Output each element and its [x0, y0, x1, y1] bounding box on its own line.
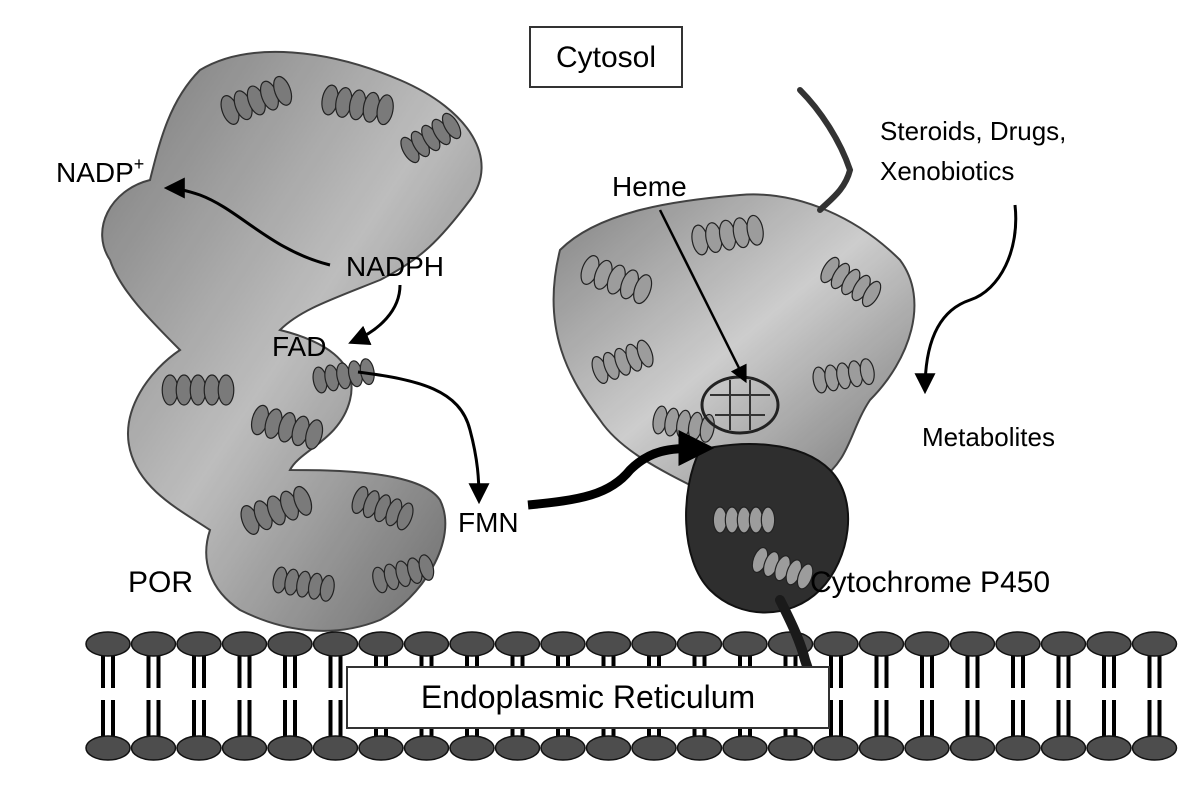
fad-label: FAD — [272, 331, 326, 362]
helix-turn — [319, 574, 335, 602]
helix-turn — [633, 274, 653, 305]
heme-pointer-arrow — [658, 209, 747, 384]
por-label: POR — [128, 566, 193, 599]
substrates-label-line1: Steroids, Drugs, — [880, 116, 1066, 146]
cytosol-label: Cytosol — [556, 41, 656, 74]
lipid-head — [631, 631, 677, 657]
nadp-plus-label: NADP+ — [56, 154, 144, 188]
cytosol-label-box: Cytosol — [529, 26, 683, 88]
lipid-head — [312, 631, 359, 657]
lipid-head — [1040, 631, 1087, 657]
helix-turn — [746, 214, 764, 246]
nadph-to-fad-arrow — [348, 284, 402, 346]
lipid-head — [130, 735, 177, 761]
lipid-head — [949, 735, 996, 761]
lipid-head — [858, 631, 905, 657]
lipid-head — [540, 735, 586, 761]
helix-turn — [175, 374, 193, 406]
lipid-head — [631, 735, 677, 761]
cyp-protein — [552, 87, 916, 695]
lipid-head — [858, 735, 905, 761]
helix-turn — [396, 502, 414, 531]
helix-turn — [636, 339, 654, 368]
lipid-head — [1131, 735, 1178, 761]
lipid-head — [449, 735, 495, 761]
lipid-head — [1086, 631, 1132, 657]
helix-turn — [859, 358, 875, 386]
helix-turn — [861, 280, 882, 308]
lipid-head — [813, 631, 859, 657]
lipid-head — [676, 735, 723, 761]
lipid-head — [949, 631, 996, 657]
lipid-head — [995, 631, 1041, 657]
lipid-head — [221, 631, 268, 657]
lipid-head — [267, 735, 313, 761]
lipid-head — [995, 735, 1041, 761]
lipid-head — [585, 631, 632, 657]
lipid-head — [904, 735, 950, 761]
lipid-head — [403, 631, 450, 657]
fmn-label: FMN — [458, 507, 519, 538]
lipid-head — [85, 735, 131, 761]
helix-turn — [273, 75, 293, 106]
helix-turn — [712, 506, 728, 534]
metabolites-label: Metabolites — [922, 422, 1055, 452]
lipid-head — [494, 735, 541, 761]
lipid-head — [1040, 735, 1087, 761]
fmn-to-heme-arrow — [527, 430, 715, 510]
por-helix-ribbons — [161, 75, 462, 602]
lipid-head — [904, 631, 950, 657]
lipid-head — [358, 735, 404, 761]
lipid-head — [449, 631, 495, 657]
lipid-head — [267, 631, 313, 657]
substrates-to-metabolites-arrow — [914, 204, 1018, 395]
lipid-head — [540, 631, 586, 657]
nadp-plus-superscript: + — [134, 154, 145, 174]
lipid-head — [722, 735, 768, 761]
lipid-head — [494, 631, 541, 657]
helix-turn — [418, 554, 435, 581]
helix-turn — [293, 485, 313, 516]
lipid-head — [176, 735, 222, 761]
lipid-head — [312, 735, 359, 761]
helix-turn — [305, 419, 324, 450]
helix-turn — [724, 506, 740, 534]
helix-turn — [203, 374, 221, 406]
helix-turn — [161, 374, 179, 406]
helix-turn — [748, 506, 764, 534]
lipid-head — [176, 631, 222, 657]
helix-turn — [376, 94, 394, 126]
lipid-head — [221, 735, 268, 761]
lipid-head — [130, 631, 177, 657]
helix-turn — [760, 506, 776, 534]
er-label: Endoplasmic Reticulum — [421, 679, 755, 715]
helix-turn — [217, 374, 235, 406]
nadph-to-nadp-arrow — [163, 177, 331, 267]
heme-label: Heme — [612, 171, 687, 202]
lipid-head — [1131, 631, 1178, 657]
helix-turn — [736, 506, 752, 534]
por-protein — [101, 50, 483, 632]
lipid-head — [85, 631, 131, 657]
lipid-head — [403, 735, 450, 761]
helix-turn — [441, 112, 462, 140]
fad-to-fmn-arrow — [357, 370, 490, 505]
helix-turn — [189, 374, 207, 406]
nadp-plus-text: NADP — [56, 157, 134, 188]
lipid-head — [1086, 735, 1132, 761]
er-label-box: Endoplasmic Reticulum — [346, 666, 830, 729]
lipid-head — [722, 631, 768, 657]
lipid-head — [676, 631, 723, 657]
lipid-head — [358, 631, 404, 657]
lipid-head — [813, 735, 859, 761]
cyp-label: Cytochrome P450 — [810, 566, 1050, 599]
substrates-label-line2: Xenobiotics — [880, 156, 1014, 186]
lipid-head — [767, 735, 814, 761]
nadph-label: NADPH — [346, 251, 444, 282]
lipid-head — [585, 735, 632, 761]
helix-turn — [796, 563, 814, 590]
